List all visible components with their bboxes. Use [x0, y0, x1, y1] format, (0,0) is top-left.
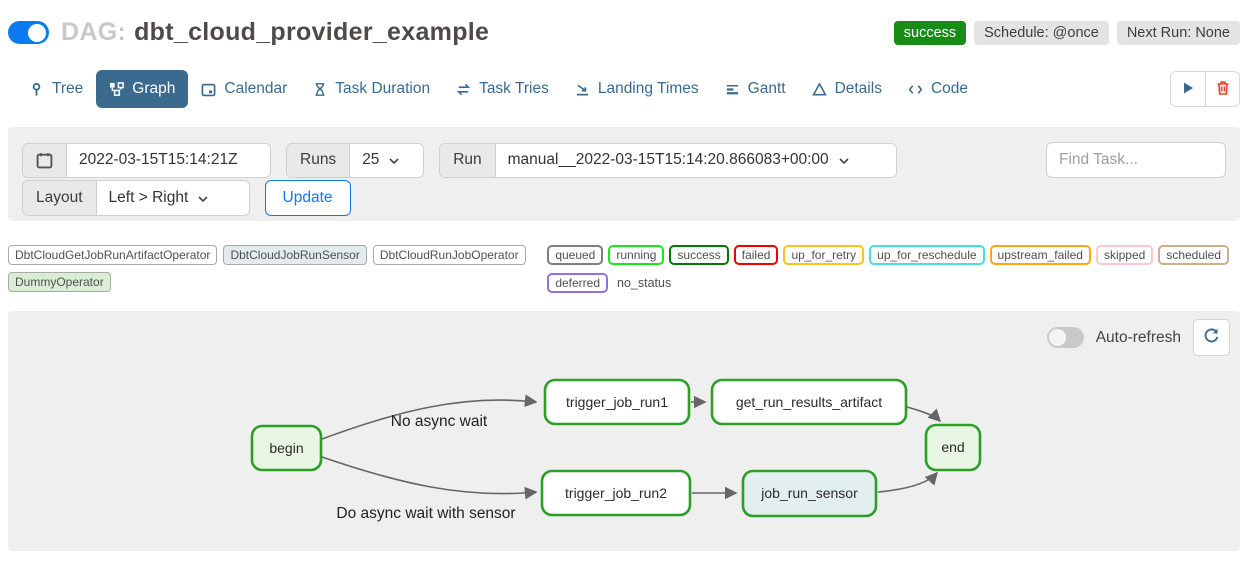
gantt-icon: [725, 82, 740, 97]
runs-select[interactable]: 25: [350, 143, 424, 177]
find-task-input[interactable]: [1046, 142, 1226, 178]
filter-row-2: Layout Left > Right Update: [22, 180, 1226, 216]
graph-icon: [109, 81, 125, 97]
run-select[interactable]: manual__2022-03-15T15:14:20.866083+00:00: [495, 143, 896, 177]
svg-text:job_run_sensor: job_run_sensor: [760, 485, 858, 501]
tab-task-duration[interactable]: Task Duration: [300, 70, 443, 108]
status-badge-queued: queued: [547, 245, 604, 265]
play-icon: [1181, 81, 1195, 98]
dag-status-badge: success: [893, 20, 967, 45]
layout-label: Layout: [23, 181, 97, 215]
run-group: Run manual__2022-03-15T15:14:20.866083+0…: [439, 142, 897, 178]
status-badge-failed: failed: [733, 245, 779, 265]
status-badge-skipped: skipped: [1095, 245, 1154, 265]
dag-title: dbt_cloud_provider_example: [134, 18, 490, 46]
tab-task-tries[interactable]: Task Tries: [443, 70, 562, 108]
status-badge-scheduled: scheduled: [1158, 245, 1230, 265]
view-tabbar: Tree Graph Calendar Task Duration Task T…: [8, 68, 1240, 110]
dag-action-buttons: [1170, 71, 1240, 107]
status-badge-up-for-retry: up_for_retry: [783, 245, 865, 265]
base-date-group: [22, 142, 271, 178]
run-label: Run: [440, 143, 496, 177]
tab-graph[interactable]: Graph: [96, 70, 189, 108]
airflow-dag-page: DAG: dbt_cloud_provider_example success …: [8, 0, 1240, 551]
plane-landing-icon: [575, 82, 590, 97]
base-date-input[interactable]: [67, 143, 270, 177]
hourglass-icon: [313, 82, 327, 97]
runs-group: Runs 25: [286, 142, 425, 178]
delete-dag-button[interactable]: [1205, 72, 1239, 106]
header-badges: success Schedule: @once Next Run: None: [893, 20, 1240, 45]
schedule-badge: Schedule: @once: [974, 20, 1109, 45]
calendar-icon: [201, 82, 216, 97]
tab-code[interactable]: Code: [895, 70, 981, 108]
status-label-no-status: no_status: [617, 276, 672, 290]
task-node-end[interactable]: end: [924, 423, 982, 472]
dag-prefix-label: DAG:: [61, 18, 127, 46]
svg-text:get_run_results_artifact: get_run_results_artifact: [736, 394, 882, 410]
calendar-addon-icon[interactable]: [23, 143, 67, 177]
task-node-job-run-sensor[interactable]: job_run_sensor: [741, 469, 878, 518]
refresh-icon: [1203, 327, 1220, 349]
tab-tree[interactable]: Tree: [16, 70, 96, 108]
svg-text:begin: begin: [269, 440, 303, 456]
operator-badge: DbtCloudRunJobOperator: [372, 245, 526, 265]
runs-label: Runs: [287, 143, 351, 177]
layout-group: Layout Left > Right: [22, 180, 250, 216]
svg-text:trigger_job_run2: trigger_job_run2: [565, 485, 667, 501]
tab-landing-times[interactable]: Landing Times: [562, 70, 712, 108]
edge-label-no-async: No async wait: [391, 413, 488, 430]
dag-graph[interactable]: No async wait Do async wait with sensor …: [8, 311, 1240, 551]
chevron-down-icon: [389, 151, 400, 169]
dag-header: DAG: dbt_cloud_provider_example success …: [8, 0, 1240, 46]
auto-refresh-toggle[interactable]: [1046, 327, 1084, 348]
code-icon: [908, 82, 923, 97]
auto-refresh-label: Auto-refresh: [1095, 328, 1181, 346]
tree-icon: [29, 82, 44, 97]
graph-panel: Auto-refresh No async wait Do async wait…: [8, 311, 1240, 551]
operator-badge: DbtCloudGetJobRunArtifactOperator: [8, 245, 218, 265]
svg-text:trigger_job_run1: trigger_job_run1: [566, 394, 668, 410]
tab-calendar[interactable]: Calendar: [188, 70, 300, 108]
status-legend: queued running success failed up_for_ret…: [547, 245, 1240, 293]
trash-icon: [1215, 80, 1231, 99]
edge-label-async-sensor: Do async wait with sensor: [336, 505, 515, 522]
filter-row-1: Runs 25 Run manual__2022-03-15T15:14:20.…: [22, 142, 1226, 178]
legend: DbtCloudGetJobRunArtifactOperator DbtClo…: [8, 245, 1240, 293]
status-badge-running: running: [608, 245, 665, 265]
repeat-icon: [456, 82, 471, 97]
edge-begin-run2: [321, 456, 538, 500]
chevron-down-icon: [839, 151, 849, 169]
status-badge-upstream-failed: upstream_failed: [989, 245, 1091, 265]
status-badge-success: success: [669, 245, 729, 265]
refresh-button[interactable]: [1193, 319, 1230, 356]
trigger-dag-button[interactable]: [1171, 72, 1205, 106]
status-badge-deferred: deferred: [547, 273, 609, 293]
svg-text:end: end: [941, 439, 964, 455]
layout-select[interactable]: Left > Right: [96, 181, 249, 215]
status-badge-up-for-reschedule: up_for_reschedule: [869, 245, 985, 265]
dag-pause-toggle[interactable]: [8, 21, 49, 44]
task-node-trigger-job-run1[interactable]: trigger_job_run1: [543, 378, 691, 426]
details-icon: [811, 81, 827, 97]
tab-details[interactable]: Details: [799, 70, 895, 108]
task-node-trigger-job-run2[interactable]: trigger_job_run2: [540, 469, 692, 517]
edge-sensor-end: [877, 471, 939, 493]
task-node-begin[interactable]: begin: [250, 424, 323, 472]
edge-artifact-end: [906, 406, 942, 423]
toggle-knob: [1048, 329, 1066, 346]
next-run-badge: Next Run: None: [1116, 20, 1240, 45]
toggle-knob: [28, 23, 46, 42]
chevron-down-icon: [198, 189, 208, 207]
operator-badge: DbtCloudJobRunSensor: [223, 245, 367, 265]
task-node-get-run-results-artifact[interactable]: get_run_results_artifact: [710, 378, 908, 426]
edge-begin-run1: [321, 394, 538, 440]
filter-bar: Runs 25 Run manual__2022-03-15T15:14:20.…: [8, 127, 1240, 221]
update-button[interactable]: Update: [264, 180, 351, 216]
operator-legend: DbtCloudGetJobRunArtifactOperator DbtClo…: [8, 245, 547, 292]
graph-controls: Auto-refresh: [1046, 319, 1230, 356]
tab-gantt[interactable]: Gantt: [712, 70, 799, 108]
operator-badge: DummyOperator: [8, 272, 111, 292]
